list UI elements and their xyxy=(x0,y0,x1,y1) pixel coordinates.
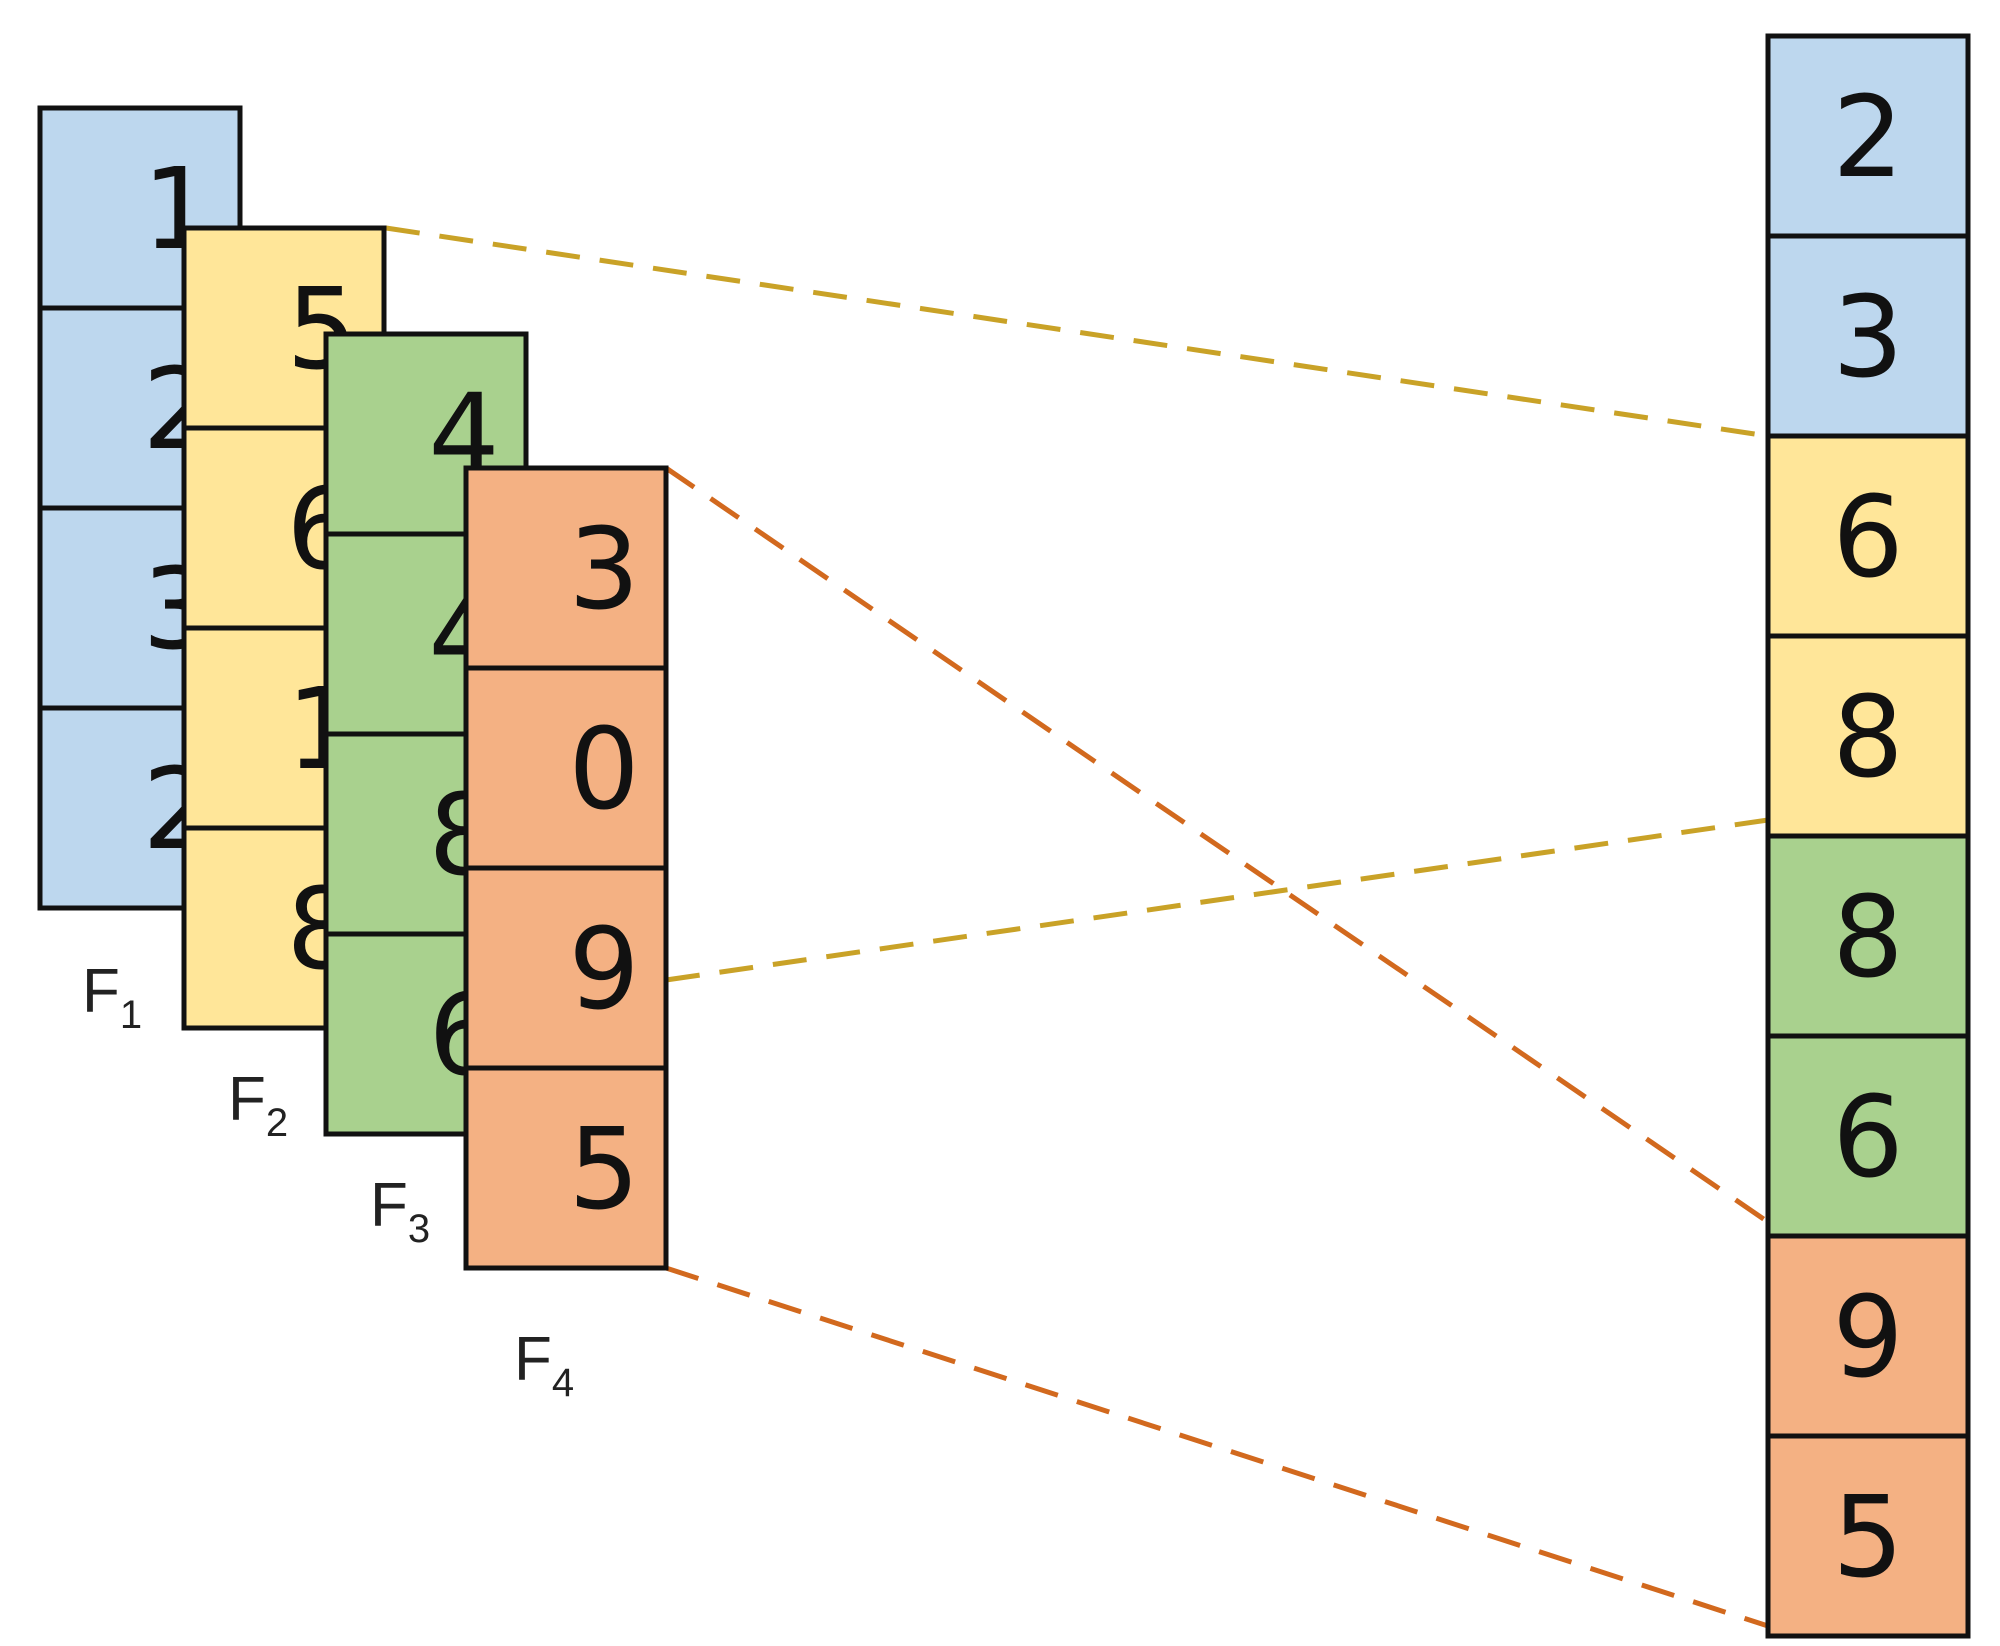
feature-label: F2 xyxy=(228,1065,288,1145)
output-cell xyxy=(1765,33,1971,239)
output-cell xyxy=(1765,233,1971,439)
feature-stacks: 1232F15618F24486F33095F4 xyxy=(37,105,669,1405)
feature-label-subscript: 1 xyxy=(120,993,142,1037)
feature-label-subscript: 2 xyxy=(266,1101,288,1145)
connector-f2-bottom xyxy=(665,817,1769,983)
stack-cell-value: 9 xyxy=(568,905,639,1035)
feature-label: F1 xyxy=(82,957,142,1037)
output-cell-value: 8 xyxy=(1832,873,1903,1003)
feature-label-name: F xyxy=(370,1171,408,1240)
feature-label-name: F xyxy=(82,957,120,1026)
feature-label-name: F xyxy=(228,1065,266,1134)
stack-cell-value: 0 xyxy=(568,705,639,835)
stack-cell-value: 3 xyxy=(568,505,639,635)
output-column: 2 3 6 8 8 6 9 5 xyxy=(1765,33,1971,1639)
feature-label-name: F xyxy=(514,1325,552,1394)
stack-cell xyxy=(463,1065,669,1271)
output-cell-value: 8 xyxy=(1832,673,1903,803)
connector-f4-bottom xyxy=(665,1265,1769,1629)
output-cell-value: 5 xyxy=(1832,1473,1903,1603)
stack-cell-value: 5 xyxy=(568,1105,639,1235)
connector-lines xyxy=(385,225,1770,1629)
output-cell-value: 9 xyxy=(1832,1273,1903,1403)
stack-cell xyxy=(463,465,669,671)
output-cell xyxy=(1765,433,1971,639)
feature-label-subscript: 3 xyxy=(408,1207,430,1251)
output-cell-value: 3 xyxy=(1832,273,1903,403)
output-cell xyxy=(1765,1033,1971,1239)
output-cell xyxy=(1765,833,1971,1039)
feature-label-subscript: 4 xyxy=(552,1361,574,1405)
feature-label: F3 xyxy=(370,1171,430,1251)
feature-label: F4 xyxy=(514,1325,574,1405)
output-cell-value: 6 xyxy=(1832,1073,1903,1203)
output-cell-value: 6 xyxy=(1832,473,1903,603)
output-cell xyxy=(1765,1433,1971,1639)
stack-cell xyxy=(463,665,669,871)
connector-f4-top xyxy=(664,465,1770,1225)
feature-stack-4: 3 0 9 5F4 xyxy=(463,465,669,1405)
output-cell-value: 2 xyxy=(1832,73,1903,203)
output-cell xyxy=(1765,633,1971,839)
connector-f2-top xyxy=(385,225,1769,439)
stack-cell xyxy=(463,865,669,1071)
